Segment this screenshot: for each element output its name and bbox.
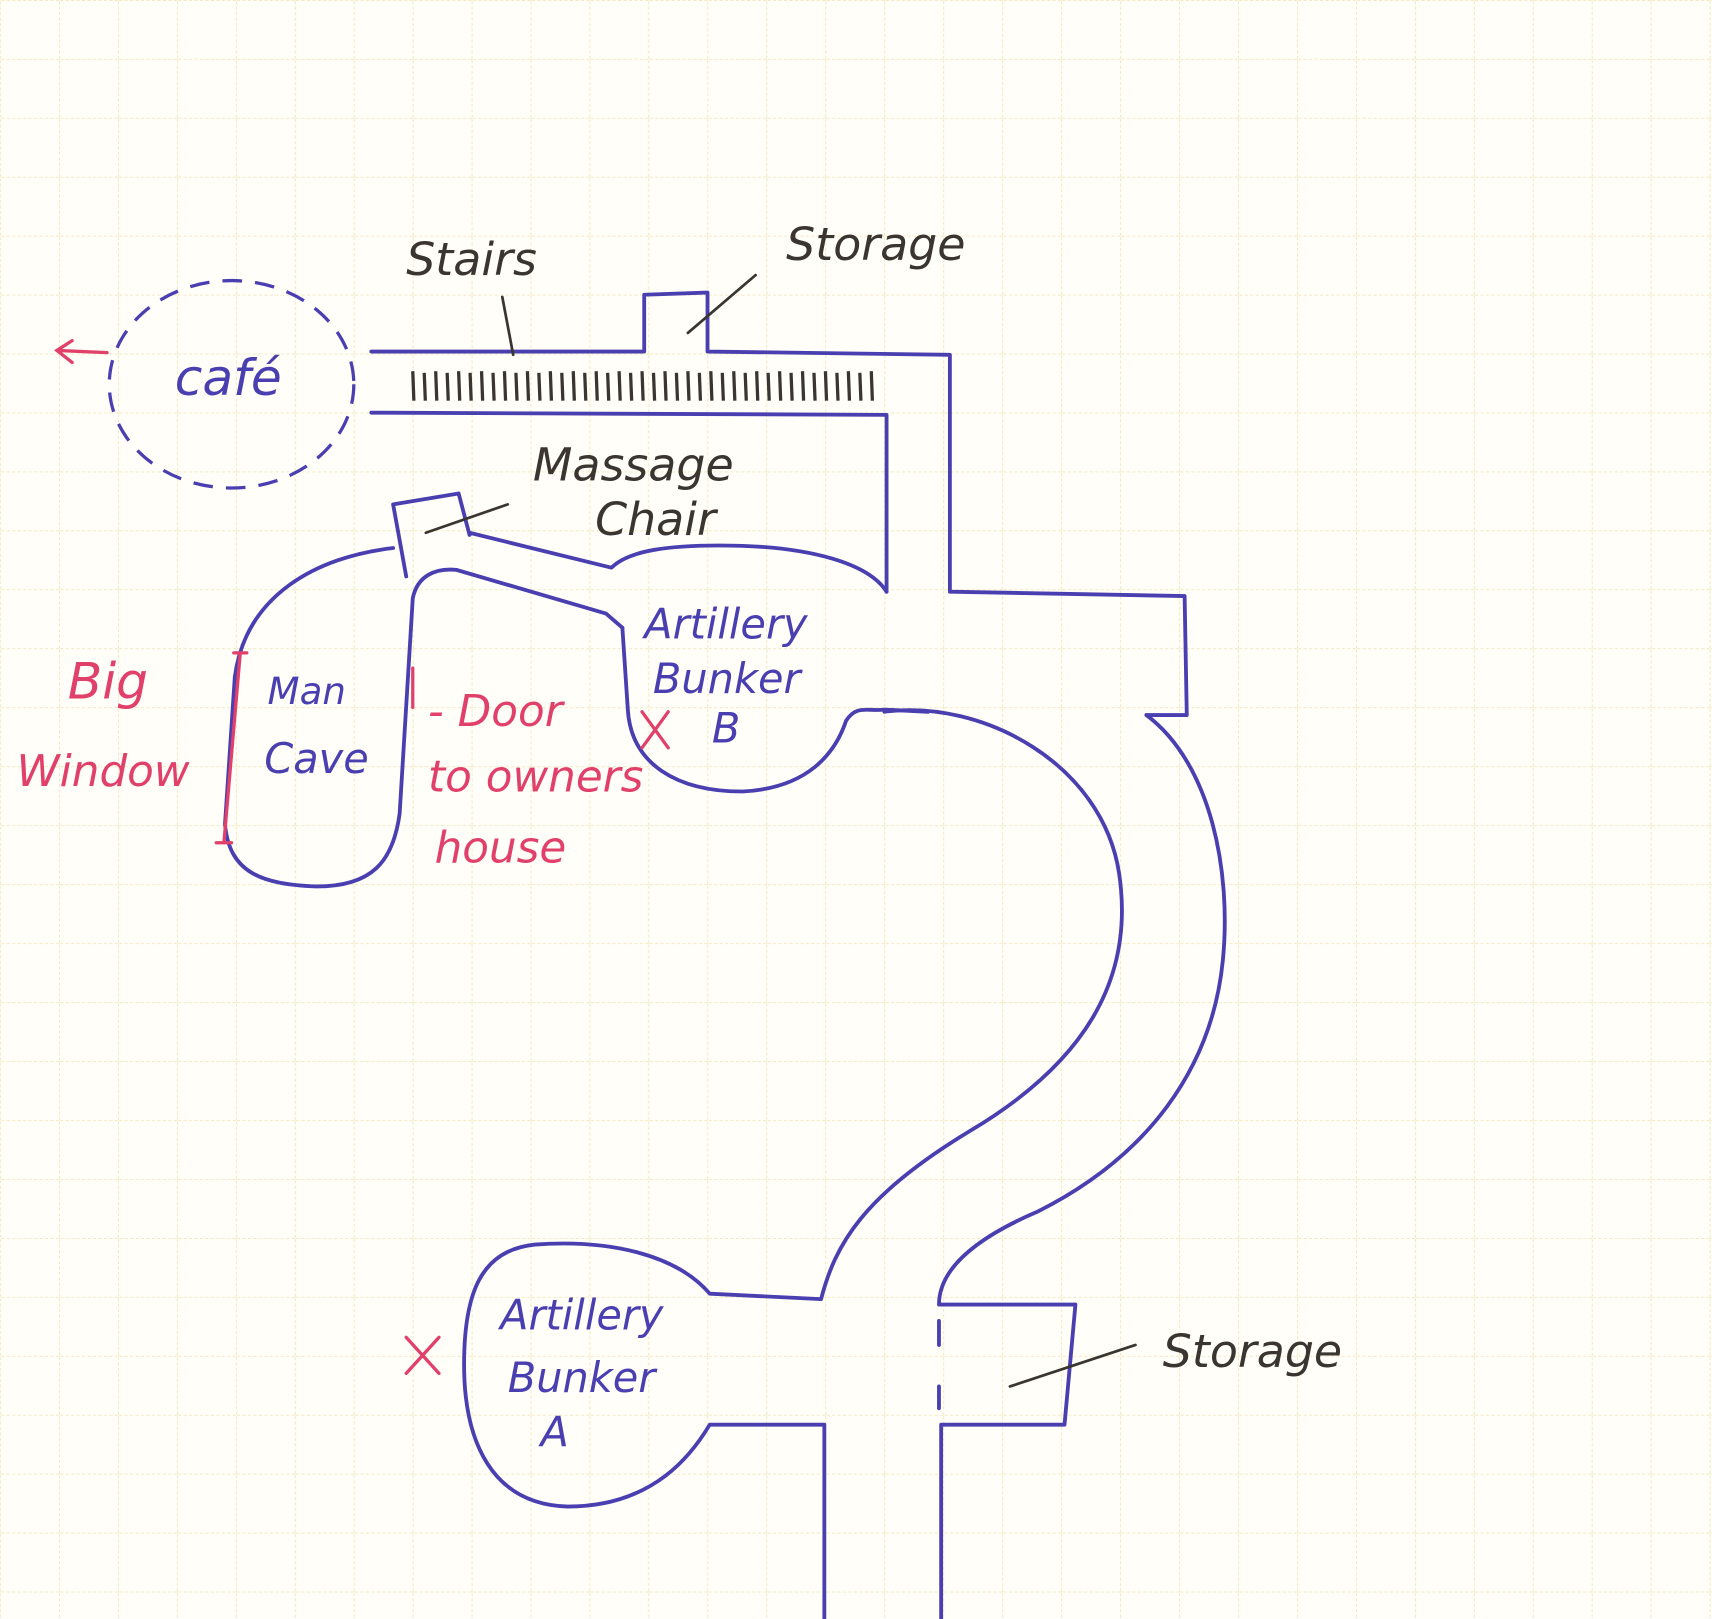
bunker-a-label-2: Bunker <box>508 1353 659 1402</box>
stair-step <box>800 371 806 401</box>
bunker-b-label-1: Artillery <box>641 600 808 649</box>
stair-step <box>502 371 508 401</box>
door-label-3: house <box>435 822 567 873</box>
stair-step <box>537 372 542 401</box>
massage-chair-label-2: Chair <box>595 492 719 546</box>
stair-step <box>571 371 576 401</box>
door-label-2: to owners <box>428 751 643 802</box>
stair-step <box>766 372 771 401</box>
man-cave-label-2: Cave <box>264 734 368 783</box>
stair-step <box>583 372 588 401</box>
bunker-a-label-3: A <box>537 1408 568 1457</box>
big-window-label-1: Big <box>68 652 148 711</box>
stair-step <box>411 371 416 401</box>
stair-step <box>663 371 668 401</box>
stair-step <box>445 372 450 401</box>
stair-step <box>422 372 427 401</box>
stair-step <box>525 371 531 401</box>
stair-step <box>835 372 840 401</box>
tunnel-outer-wall <box>937 713 1227 1619</box>
stair-step <box>548 371 554 401</box>
storage-bottom-leader <box>1008 1343 1137 1388</box>
storage-top-leader <box>686 273 757 335</box>
stair-step <box>651 372 657 401</box>
stair-step <box>479 371 485 401</box>
stair-step <box>869 371 875 401</box>
stair-step <box>674 372 680 401</box>
stairs-label: Stairs <box>406 232 537 286</box>
stair-step <box>594 371 599 401</box>
bunker-b-label-3: B <box>712 703 740 752</box>
stair-step <box>491 372 496 401</box>
bunker-b-label-2: Bunker <box>653 654 804 703</box>
stair-step <box>606 372 611 401</box>
stair-step <box>720 372 725 401</box>
stair-step <box>697 372 703 401</box>
massage-chair-box <box>391 491 472 579</box>
big-window-label-2: Window <box>16 746 189 797</box>
stair-step <box>560 372 565 401</box>
stair-step <box>812 372 817 401</box>
stair-step <box>456 371 462 401</box>
cafe-label: café <box>175 348 282 407</box>
x-mark-bunker-a <box>404 1335 441 1376</box>
corridor-inner-wall <box>369 410 889 594</box>
top-corridor-wall <box>369 290 1189 717</box>
tunnel-inner-wall <box>462 708 1124 1619</box>
stair-step <box>755 371 760 401</box>
stair-step <box>777 371 783 401</box>
storage-bottom-label: Storage <box>1163 1324 1342 1378</box>
stair-step <box>640 371 645 401</box>
storage-top-label: Storage <box>786 217 965 271</box>
cafe-circle <box>107 278 356 490</box>
stair-step <box>468 372 473 401</box>
massage-chair-leader <box>424 503 510 535</box>
stair-step <box>628 372 634 401</box>
stair-step <box>743 372 748 401</box>
stair-step <box>789 372 794 401</box>
arrow-left-icon <box>54 338 109 365</box>
stair-step <box>709 371 714 401</box>
man-cave-label-1: Man <box>268 670 346 713</box>
x-mark-bunker-b <box>640 710 670 750</box>
stair-step <box>823 371 829 401</box>
big-window-mark <box>214 651 249 845</box>
stairs-ticks <box>411 371 875 401</box>
stair-step <box>434 371 439 401</box>
bunker-a-label-1: Artillery <box>497 1291 664 1340</box>
stair-step <box>846 371 852 401</box>
bunker-b-room <box>467 530 930 794</box>
stair-step <box>686 371 691 401</box>
massage-chair-label-1: Massage <box>533 437 734 491</box>
man-cave-room <box>223 546 625 889</box>
stairs-leader <box>500 295 515 357</box>
stair-step <box>732 371 737 401</box>
door-label-1: - Door <box>428 686 566 737</box>
stair-step <box>858 372 863 401</box>
stair-step <box>617 371 622 401</box>
stair-step <box>514 372 519 401</box>
